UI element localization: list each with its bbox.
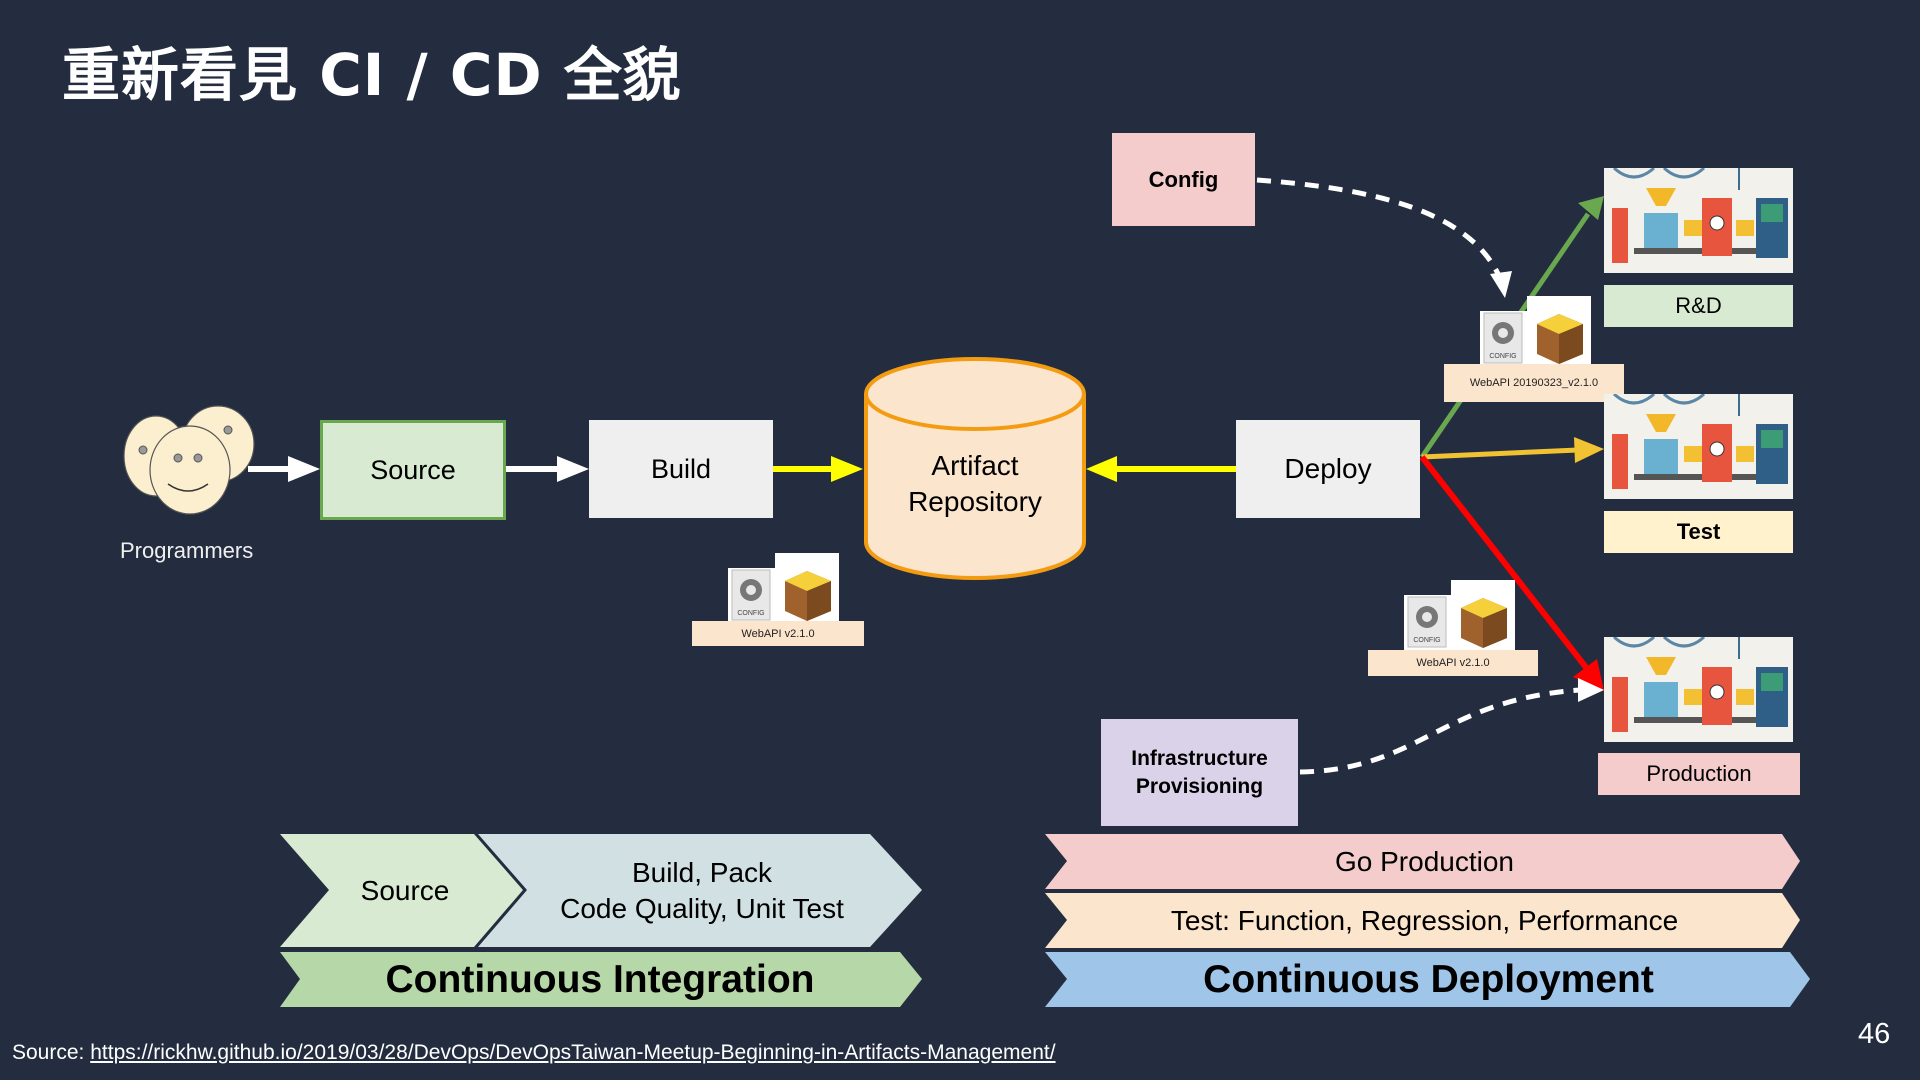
svg-text:CONFIG: CONFIG [737,610,764,617]
ci-stage-build-label-line2: Code Quality, Unit Test [560,892,844,924]
artifact-bundle-build: CONFIG WebAPI v2.1.0 [692,553,864,648]
artifact-label: WebAPI v2.1.0 [692,621,864,646]
programmers-label: Programmers [120,538,254,563]
infra-label-line1: Infrastructure [1131,746,1268,770]
source-node[interactable]: Source [320,420,506,520]
deploy-node[interactable]: Deploy [1236,420,1420,518]
cd-stage-test-chevron [1045,893,1800,948]
artifact-bundle-production: CONFIG WebAPI v2.1.0 [1368,580,1538,676]
package-box-icon [1451,580,1515,650]
arrow-build-to-repository [773,456,863,482]
config-file-icon: CONFIG [1404,595,1451,650]
cd-banner-chevron [1045,952,1810,1007]
source-link[interactable]: https://rickhw.github.io/2019/03/28/DevO… [90,1041,1056,1064]
cd-banner-label: Continuous Deployment [1203,957,1654,1001]
cd-stage-production-label: Go Production [1335,845,1514,877]
config-file-icon: CONFIG [728,568,775,623]
config-file-icon: CONFIG [1480,311,1527,366]
rnd-environment-factory-icon [1604,168,1793,273]
config-node-label: Config [1148,166,1219,192]
arrow-deploy-to-test [1421,437,1604,463]
slide-title: 重新看見 CI / CD 全貌 [62,41,682,109]
dashed-arrow-config-to-artifact [1256,177,1512,298]
ci-stage-source-chevron [280,834,523,947]
svg-text:CONFIG: CONFIG [1489,353,1516,360]
config-node[interactable]: Config [1112,133,1255,226]
ci-stage-source-label: Source [360,874,450,906]
database-cylinder-icon [864,357,1086,580]
arrow-deploy-to-repository [1086,456,1236,482]
production-environment-factory-icon [1604,637,1793,742]
package-box-icon [1527,296,1591,366]
deploy-node-label: Deploy [1284,453,1372,484]
ci-banner-chevron [280,952,922,1007]
source-prefix: Source: [12,1041,91,1064]
dashed-arrow-infra-to-production [1299,678,1604,775]
artifact-bundle-rnd: CONFIG WebAPI 20190323_v2.1.0 [1444,296,1624,402]
programmers-icon [123,405,255,515]
arrow-programmers-to-source [248,456,320,482]
arrow-deploy-to-production [1419,455,1604,691]
artifact-label: WebAPI v2.1.0 [1368,650,1538,676]
svg-text:CONFIG: CONFIG [1413,637,1440,644]
ci-banner-label: Continuous Integration [385,957,815,1001]
infra-label-line2: Provisioning [1135,774,1264,798]
page-number: 46 [1858,1018,1891,1050]
ci-stage-build-label-line1: Build, Pack [631,856,773,888]
ci-stage-build-chevron [478,834,922,947]
source-node-label: Source [370,454,456,485]
artifact-repository-label-line1: Artifact [931,450,1019,481]
cd-stage-test-label: Test: Function, Regression, Performance [1170,904,1679,936]
rnd-environment-label: R&D [1604,285,1793,327]
build-node[interactable]: Build [589,420,773,518]
arrow-source-to-build [506,456,589,482]
production-environment-label: Production [1598,753,1800,795]
test-environment-factory-icon [1604,394,1793,499]
source-citation: Source: https://rickhw.github.io/2019/03… [12,1041,1056,1065]
infrastructure-provisioning-node[interactable]: Infrastructure Provisioning [1101,719,1298,826]
artifact-repository-label-line2: Repository [908,486,1042,517]
test-environment-label: Test [1604,511,1793,553]
cd-stage-production-chevron [1045,834,1800,889]
package-box-icon [775,553,839,623]
artifact-label: WebAPI 20190323_v2.1.0 [1444,364,1624,402]
build-node-label: Build [650,453,712,484]
artifact-repository-node[interactable]: Artifact Repository [862,356,1088,582]
